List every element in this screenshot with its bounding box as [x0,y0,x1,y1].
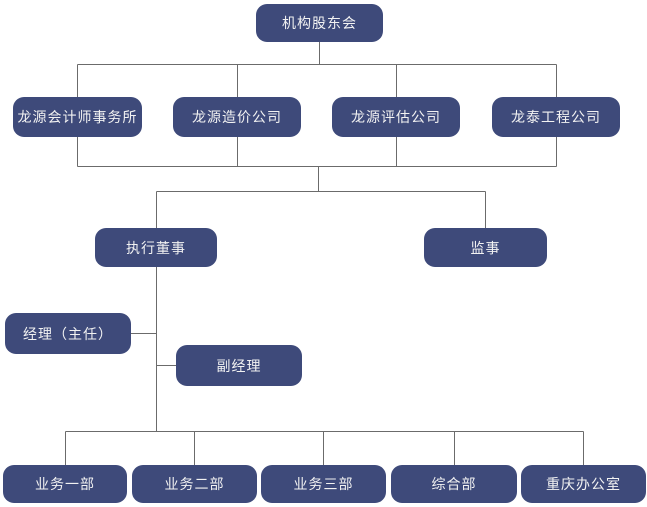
node-longyuan-appraisal-company: 龙源评估公司 [332,97,460,137]
node-business-dept-2: 业务二部 [132,465,257,503]
node-manager-director: 经理（主任） [5,313,131,354]
node-chongqing-office: 重庆办公室 [521,465,646,503]
node-longtai-engineering-company: 龙泰工程公司 [492,97,620,137]
node-shareholders-meeting: 机构股东会 [256,4,383,42]
node-deputy-manager: 副经理 [176,345,302,386]
node-business-dept-1: 业务一部 [3,465,127,503]
node-supervisor: 监事 [424,228,547,267]
node-executive-director: 执行董事 [95,228,217,267]
node-longyuan-accounting-firm: 龙源会计师事务所 [13,97,142,137]
node-business-dept-3: 业务三部 [261,465,386,503]
node-general-dept: 综合部 [391,465,517,503]
node-longyuan-cost-company: 龙源造价公司 [173,97,301,137]
